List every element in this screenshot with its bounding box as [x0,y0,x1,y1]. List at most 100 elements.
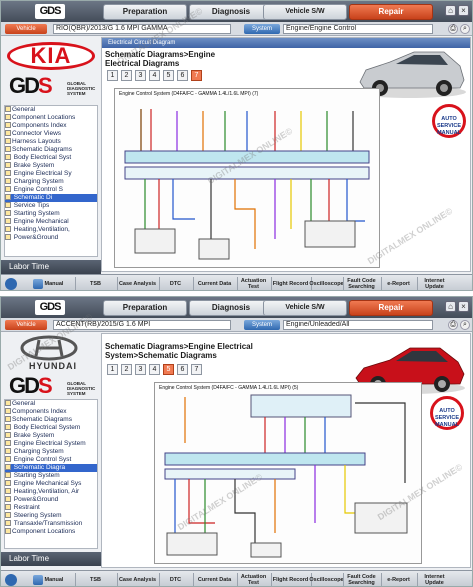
page-button[interactable]: 4 [149,70,160,81]
toolbar-tab[interactable]: DTC [159,573,191,586]
tree-item[interactable]: Engine Mechanical [5,218,97,226]
toolbar-tab[interactable]: Fault Code Searching [343,573,379,586]
tab-diagnosis[interactable]: Diagnosis [189,4,273,20]
toolbar-tab[interactable]: Flight Record [271,573,309,586]
tree-item[interactable]: Connector Views [5,130,97,138]
tree-item[interactable]: Engine Mechanical Sys [5,480,97,488]
toolbar-tab[interactable]: Manual [23,277,73,290]
toolbar-tab[interactable]: Oscilloscope [309,277,344,290]
tree-item[interactable]: Transaxle/Transmission [5,520,97,528]
toolbar-tab[interactable]: Case Analysis [117,277,157,290]
toolbar-tab[interactable]: Actuation Test [237,277,269,290]
tab-repair[interactable]: Repair [349,300,433,316]
tree-item[interactable]: General [5,106,97,114]
search-icon[interactable]: ⌕ [460,24,470,34]
tab-diagnosis[interactable]: Diagnosis [189,300,273,316]
system-field[interactable]: Engine/Unleaded/All [283,320,433,330]
home-icon[interactable]: ⌂ [445,301,456,312]
tree-item[interactable]: Schematic Di [5,194,97,202]
tree-item[interactable]: Brake System [5,162,97,170]
tree-item[interactable]: Steering System [5,512,97,520]
tree-item[interactable]: Schematic Diagrams [5,146,97,154]
tree-item[interactable]: Body Electrical Syst [5,154,97,162]
tree-item[interactable]: Heating,Ventilation, Air [5,488,97,496]
toolbar-tab[interactable]: e-Report [381,573,415,586]
tree-item[interactable]: Starting System [5,472,97,480]
toolbar-tab[interactable]: Internet Update [417,573,451,586]
tree-item[interactable]: Power&Ground [5,496,97,504]
globe-icon[interactable] [5,574,17,586]
toolbar-tab[interactable]: TSB [75,277,115,290]
toolbar-tab[interactable]: Manual [23,573,73,586]
vehicle-button[interactable]: Vehicle [5,320,47,330]
toolbar-tab[interactable]: Current Data [193,573,235,586]
home-icon[interactable]: ⌂ [445,5,456,16]
tree-item[interactable]: Charging System [5,178,97,186]
close-icon[interactable]: × [458,301,469,312]
labor-time-bar[interactable]: Labor Time [1,552,101,566]
tree-item[interactable]: Starting System [5,210,97,218]
globe-icon[interactable] [5,278,17,290]
print-icon[interactable]: ⎙ [448,320,458,330]
page-button[interactable]: 6 [177,70,188,81]
toolbar-tab[interactable]: e-Report [381,277,415,290]
tab-vehicle-sw-management[interactable]: Vehicle S/W Management [263,300,347,325]
page-button[interactable]: 5 [163,70,174,81]
close-icon[interactable]: × [458,5,469,16]
page-button[interactable]: 4 [149,364,160,375]
print-icon[interactable]: ⎙ [448,24,458,34]
tab-repair[interactable]: Repair [349,4,433,20]
page-button[interactable]: 1 [107,70,118,81]
toolbar-tab[interactable]: Case Analysis [117,573,157,586]
labor-time-bar[interactable]: Labor Time [1,260,101,274]
vehicle-button[interactable]: Vehicle [5,24,47,34]
search-icon[interactable]: ⌕ [460,320,470,330]
tree-item[interactable]: Engine Control Syst [5,456,97,464]
tree-item[interactable]: Component Locations [5,528,97,536]
tree-item[interactable]: Brake System [5,432,97,440]
schematic-diagram: Engine Control System (D4FA/FC - GAMMA 1… [154,382,422,564]
toolbar-tab-label: DTC [169,577,182,583]
page-button[interactable]: 3 [135,364,146,375]
page-button[interactable]: 2 [121,70,132,81]
toolbar-tab[interactable]: Flight Record [271,277,309,290]
tab-preparation[interactable]: Preparation [103,300,187,316]
page-button[interactable]: 2 [121,364,132,375]
page-button[interactable]: 6 [177,364,188,375]
tree-item[interactable]: Components Index [5,408,97,416]
toolbar-tab[interactable]: Fault Code Searching [343,277,379,290]
tree-item[interactable]: Engine Electrical System [5,440,97,448]
tree-item[interactable]: Components Index [5,122,97,130]
tree-item[interactable]: Component Locations [5,114,97,122]
page-button[interactable]: 7 [191,70,202,81]
vehicle-field[interactable]: RIO(QBR)/2013/G 1.6 MPI GAMMA [53,24,231,34]
tree-item[interactable]: Restraint [5,504,97,512]
toolbar-tab[interactable]: TSB [75,573,115,586]
page-button[interactable]: 5 [163,364,174,375]
tab-vehicle-sw-management[interactable]: Vehicle S/W Management [263,4,347,29]
system-button[interactable]: System [244,24,280,34]
tree-item[interactable]: Schematic Diagra [5,464,97,472]
toolbar-tab[interactable]: DTC [159,277,191,290]
toolbar-tab[interactable]: Current Data [193,277,235,290]
tree-item[interactable]: Schematic Diagrams [5,416,97,424]
toolbar-tab[interactable]: Oscilloscope [309,573,344,586]
toolbar-tab[interactable]: Actuation Test [237,573,269,586]
tree-item[interactable]: Engine Electrical Sy [5,170,97,178]
tree-item[interactable]: Engine Control S [5,186,97,194]
system-field[interactable]: Engine/Engine Control [283,24,433,34]
tree-item[interactable]: Body Electrical System [5,424,97,432]
page-button[interactable]: 7 [191,364,202,375]
toolbar-tab[interactable]: Internet Update [417,277,451,290]
page-button[interactable]: 1 [107,364,118,375]
vehicle-field[interactable]: ACCENT(RB)/2015/G 1.6 MPI [53,320,231,330]
tree-item[interactable]: Charging System [5,448,97,456]
tree-item[interactable]: Heating,Ventilation, [5,226,97,234]
tab-preparation[interactable]: Preparation [103,4,187,20]
tree-item[interactable]: Power&Ground [5,234,97,242]
page-button[interactable]: 3 [135,70,146,81]
tree-item[interactable]: General [5,400,97,408]
tree-item[interactable]: Service Tips [5,202,97,210]
tree-item[interactable]: Harness Layouts [5,138,97,146]
system-button[interactable]: System [244,320,280,330]
